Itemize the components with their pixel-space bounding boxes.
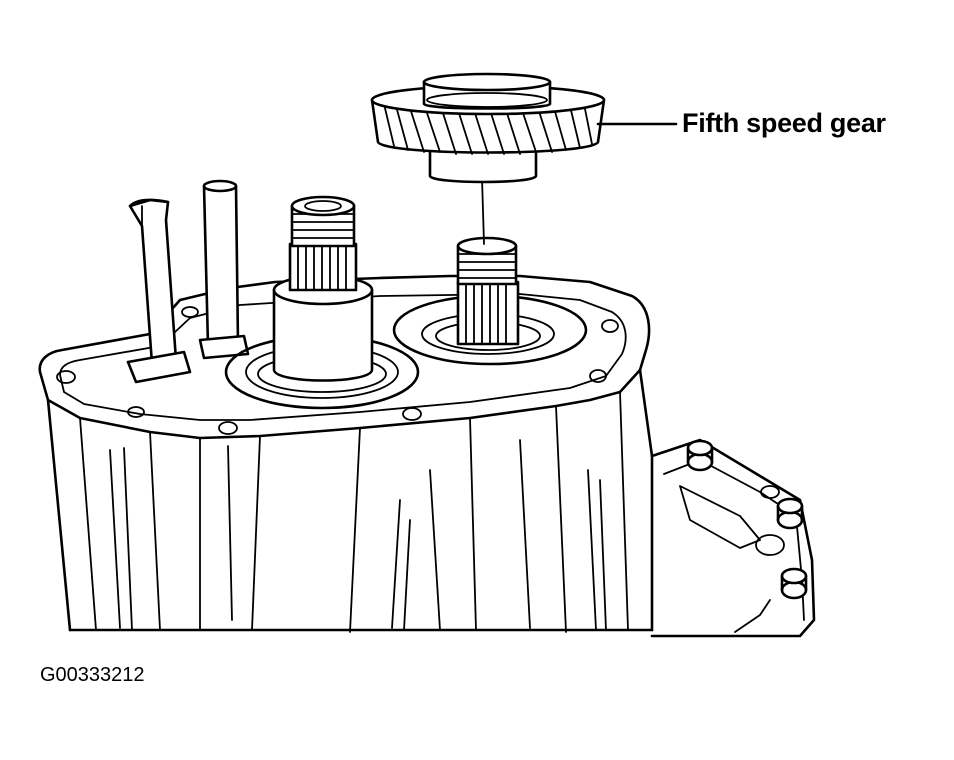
countershaft — [392, 236, 588, 366]
shift-fork-shaft — [126, 198, 192, 384]
housing-bolt — [776, 497, 804, 530]
fifth-speed-gear — [370, 72, 606, 184]
housing-bolt — [780, 567, 808, 600]
output-shaft — [224, 195, 420, 410]
callout-label-fifth-speed-gear: Fifth speed gear — [682, 108, 886, 138]
figure-id: G00333212 — [40, 664, 145, 686]
alignment-line — [481, 177, 485, 245]
housing-bolt — [686, 439, 714, 472]
shift-rod — [198, 179, 250, 360]
transmission-case — [38, 274, 816, 638]
